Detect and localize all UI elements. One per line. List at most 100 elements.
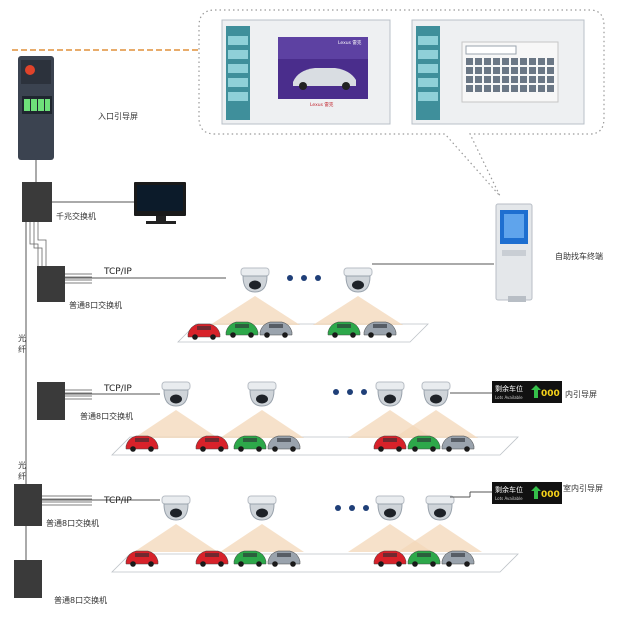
floor-switch-1 bbox=[37, 266, 65, 302]
keyboard-key bbox=[520, 58, 527, 65]
dome-camera-icon bbox=[425, 495, 455, 521]
dome-camera-icon bbox=[375, 381, 405, 407]
keyboard-key bbox=[529, 76, 536, 83]
indoor-guide-sign-1: 剩余车位 Lots Available 000 bbox=[450, 381, 562, 403]
car-icon bbox=[125, 435, 159, 452]
keyboard-key bbox=[529, 67, 536, 74]
floor-switch-4 bbox=[14, 560, 42, 598]
camera-beam bbox=[398, 524, 482, 552]
camera-beam bbox=[134, 410, 218, 438]
car-icon bbox=[233, 435, 267, 452]
car-icon bbox=[407, 435, 441, 452]
keyboard-key bbox=[547, 67, 554, 74]
ellipsis-dot bbox=[335, 505, 341, 511]
keyboard-key bbox=[466, 67, 473, 74]
dome-camera-icon bbox=[161, 381, 191, 407]
keyboard-key bbox=[484, 67, 491, 74]
parking-p-icon bbox=[25, 65, 35, 75]
keyboard-key bbox=[529, 58, 536, 65]
keyboard-key bbox=[520, 67, 527, 74]
keyboard-key bbox=[502, 76, 509, 83]
ellipsis-dot bbox=[349, 505, 355, 511]
keyboard-key bbox=[511, 67, 518, 74]
car-icon bbox=[441, 435, 475, 452]
floor-switch-2 bbox=[37, 382, 65, 420]
kiosk-screen-keyboard bbox=[411, 19, 585, 125]
car-icon bbox=[267, 435, 301, 452]
switch-uplinks bbox=[29, 222, 47, 266]
car-icon bbox=[441, 550, 475, 567]
car-icon bbox=[363, 321, 397, 338]
car-icon bbox=[233, 550, 267, 567]
camera-beam bbox=[220, 524, 304, 552]
keyboard-key bbox=[502, 85, 509, 92]
keyboard-key bbox=[547, 58, 554, 65]
led-number-2: 000 bbox=[541, 490, 560, 500]
tcpip-label-3: TCP/IP bbox=[103, 496, 132, 506]
keyboard-key bbox=[502, 67, 509, 74]
keyboard-key bbox=[466, 76, 473, 83]
keyboard-key bbox=[511, 76, 518, 83]
dome-camera-icon bbox=[161, 495, 191, 521]
up-arrow-icon bbox=[531, 385, 541, 398]
indoor-guide-sign-2: 剩余车位 Lots Available 000 bbox=[450, 482, 562, 504]
car-icon bbox=[187, 323, 221, 340]
gigabit-switch-label: 千兆交换机 bbox=[56, 211, 96, 221]
keyboard-key bbox=[547, 76, 554, 83]
car-icon bbox=[195, 550, 229, 567]
led-title-en-2: Lots Available bbox=[495, 496, 523, 501]
led-title-en-1: Lots Available bbox=[495, 395, 523, 400]
keyboard-key bbox=[538, 85, 545, 92]
led-title-cn-1: 剩余车位 bbox=[495, 384, 523, 393]
keyboard-key bbox=[484, 76, 491, 83]
keyboard-key bbox=[502, 58, 509, 65]
floor-switch-3 bbox=[14, 484, 42, 526]
car-icon bbox=[293, 68, 356, 86]
camera-beam bbox=[394, 410, 478, 438]
ellipsis-dot bbox=[333, 389, 339, 395]
car-icon bbox=[373, 550, 407, 567]
indoor-guide-label-2: 室内引导屏 bbox=[563, 483, 603, 493]
tcpip-label-1: TCP/IP bbox=[103, 267, 132, 277]
keyboard-key bbox=[538, 76, 545, 83]
ellipsis-dot bbox=[301, 275, 307, 281]
floor-switch-2-label: 普通8口交换机 bbox=[80, 411, 133, 421]
keyboard-key bbox=[538, 67, 545, 74]
floor-layer bbox=[111, 267, 519, 573]
keyboard-key bbox=[466, 58, 473, 65]
keyboard-key bbox=[466, 85, 473, 92]
car-icon bbox=[259, 321, 293, 338]
keyboard-key bbox=[484, 58, 491, 65]
floor-switch-4-label: 普通8口交换机 bbox=[54, 595, 107, 605]
camera-beam bbox=[220, 410, 304, 438]
camera-beam bbox=[134, 524, 218, 552]
keyboard-key bbox=[493, 85, 500, 92]
tcpip-label-2: TCP/IP bbox=[103, 384, 132, 394]
car-icon bbox=[195, 435, 229, 452]
car-icon bbox=[407, 550, 441, 567]
keyboard-key bbox=[520, 85, 527, 92]
keyboard-key bbox=[511, 85, 518, 92]
keyboard-key bbox=[547, 85, 554, 92]
keyboard-key bbox=[529, 85, 536, 92]
keyboard-key bbox=[475, 76, 482, 83]
entrance-guide-sign bbox=[18, 56, 54, 160]
ellipsis-dot bbox=[363, 505, 369, 511]
camera-beam bbox=[313, 296, 403, 325]
dome-camera-icon bbox=[375, 495, 405, 521]
led-title-cn-2: 剩余车位 bbox=[495, 485, 523, 494]
keyboard-key bbox=[511, 58, 518, 65]
floor-3-ports bbox=[42, 495, 92, 506]
dome-camera-icon bbox=[247, 495, 277, 521]
entrance-guide-label: 入口引导屏 bbox=[98, 112, 138, 121]
floor-1-ports bbox=[65, 273, 92, 284]
keyboard-key bbox=[538, 58, 545, 65]
floor-switch-3-label: 普通8口交换机 bbox=[46, 518, 99, 528]
up-arrow-icon bbox=[531, 486, 541, 499]
keyboard-key bbox=[493, 67, 500, 74]
ellipsis-dot bbox=[347, 389, 353, 395]
keyboard-key bbox=[484, 85, 491, 92]
led-number-1: 000 bbox=[541, 389, 560, 399]
screen-footer-text: Lexus 雷克 bbox=[310, 102, 334, 108]
keyboard-input-box bbox=[465, 45, 517, 55]
